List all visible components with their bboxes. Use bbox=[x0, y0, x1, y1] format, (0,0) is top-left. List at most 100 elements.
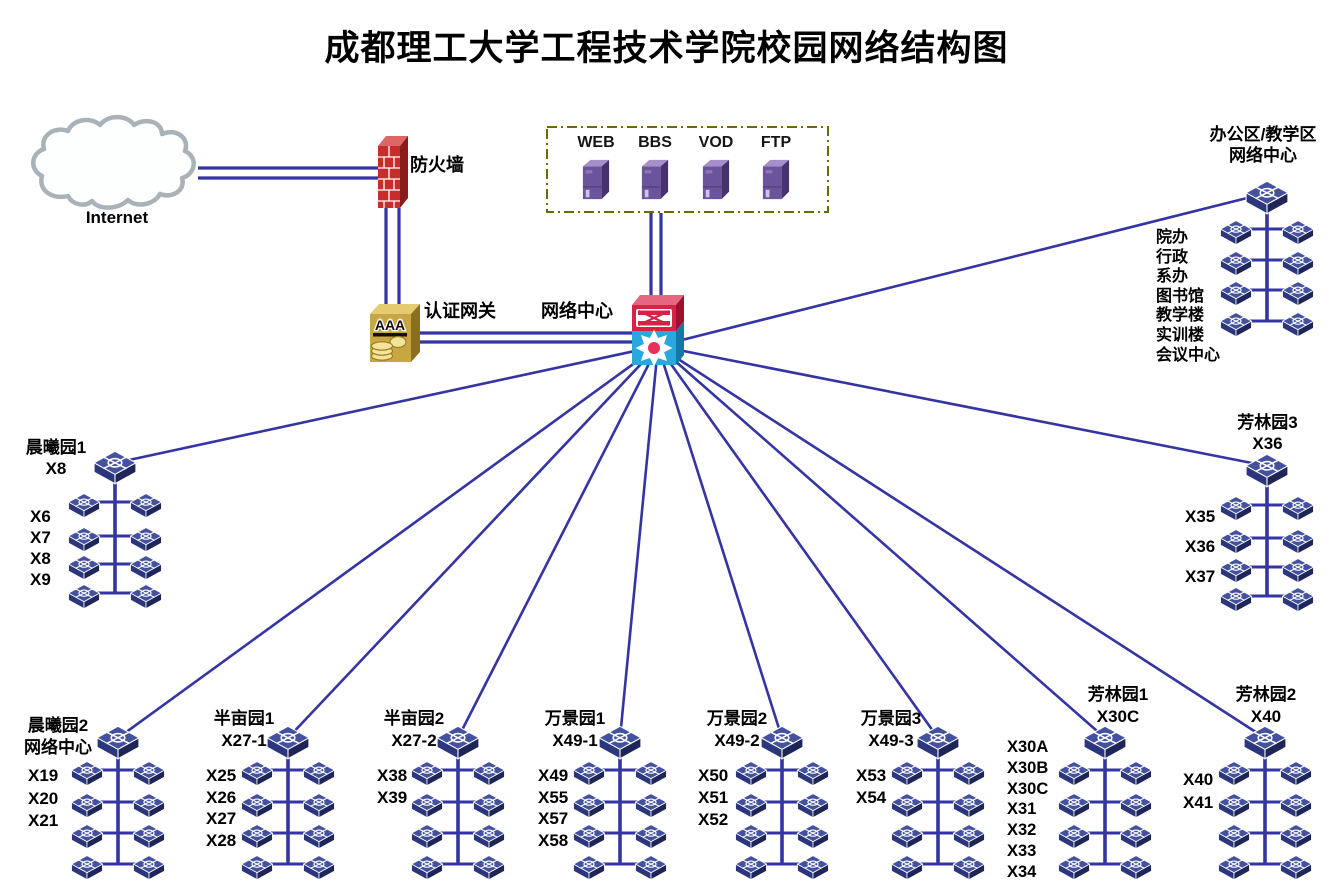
switch-icon[interactable] bbox=[1057, 824, 1091, 850]
server-icon-ftp[interactable] bbox=[762, 159, 790, 200]
switch-icon[interactable] bbox=[1281, 587, 1315, 613]
switch-icon[interactable] bbox=[1219, 587, 1253, 613]
switch-icon[interactable] bbox=[240, 824, 274, 850]
switch-icon[interactable] bbox=[734, 761, 768, 787]
top-switch-icon-wanjingyuan2[interactable] bbox=[760, 725, 804, 760]
switch-icon[interactable] bbox=[1057, 855, 1091, 881]
switch-icon[interactable] bbox=[70, 824, 104, 850]
switch-icon[interactable] bbox=[132, 855, 166, 881]
switch-icon[interactable] bbox=[1281, 220, 1315, 246]
switch-icon[interactable] bbox=[952, 824, 986, 850]
switch-icon[interactable] bbox=[1281, 558, 1315, 584]
top-switch-icon-banmuyuan2[interactable] bbox=[436, 725, 480, 760]
server-icon-vod[interactable] bbox=[702, 159, 730, 200]
switch-icon[interactable] bbox=[472, 793, 506, 819]
switch-icon[interactable] bbox=[1219, 251, 1253, 277]
switch-icon[interactable] bbox=[67, 584, 101, 610]
switch-icon[interactable] bbox=[302, 855, 336, 881]
switch-icon[interactable] bbox=[1219, 558, 1253, 584]
top-switch-icon-office-teaching[interactable] bbox=[1245, 180, 1289, 215]
switch-icon[interactable] bbox=[70, 761, 104, 787]
switch-icon[interactable] bbox=[472, 824, 506, 850]
switch-icon[interactable] bbox=[1219, 496, 1253, 522]
switch-icon[interactable] bbox=[240, 793, 274, 819]
switch-icon[interactable] bbox=[1119, 855, 1153, 881]
switch-icon[interactable] bbox=[634, 824, 668, 850]
switch-icon[interactable] bbox=[70, 793, 104, 819]
switch-icon[interactable] bbox=[1219, 312, 1253, 338]
switch-icon[interactable] bbox=[129, 584, 163, 610]
switch-icon[interactable] bbox=[302, 793, 336, 819]
switch-icon[interactable] bbox=[410, 824, 444, 850]
switch-icon[interactable] bbox=[572, 855, 606, 881]
switch-icon[interactable] bbox=[890, 761, 924, 787]
switch-icon[interactable] bbox=[1119, 793, 1153, 819]
switch-icon[interactable] bbox=[734, 824, 768, 850]
switch-icon[interactable] bbox=[240, 855, 274, 881]
switch-icon[interactable] bbox=[132, 824, 166, 850]
switch-icon[interactable] bbox=[129, 527, 163, 553]
switch-icon[interactable] bbox=[572, 824, 606, 850]
top-switch-icon-wanjingyuan1[interactable] bbox=[598, 725, 642, 760]
switch-icon[interactable] bbox=[634, 793, 668, 819]
switch-icon[interactable] bbox=[890, 793, 924, 819]
switch-icon[interactable] bbox=[1279, 793, 1313, 819]
switch-icon[interactable] bbox=[1217, 824, 1251, 850]
switch-icon[interactable] bbox=[796, 761, 830, 787]
firewall-icon[interactable] bbox=[378, 136, 408, 208]
switch-icon[interactable] bbox=[572, 761, 606, 787]
core-switch-icon[interactable] bbox=[632, 295, 684, 367]
switch-icon[interactable] bbox=[1279, 761, 1313, 787]
switch-icon[interactable] bbox=[129, 493, 163, 519]
switch-icon[interactable] bbox=[796, 824, 830, 850]
switch-icon[interactable] bbox=[634, 761, 668, 787]
switch-icon[interactable] bbox=[734, 855, 768, 881]
switch-icon[interactable] bbox=[67, 493, 101, 519]
switch-icon[interactable] bbox=[472, 761, 506, 787]
switch-icon[interactable] bbox=[1279, 855, 1313, 881]
switch-icon[interactable] bbox=[952, 793, 986, 819]
switch-icon[interactable] bbox=[1281, 496, 1315, 522]
switch-icon[interactable] bbox=[1217, 761, 1251, 787]
top-switch-icon-chenxiyuan2[interactable] bbox=[96, 725, 140, 760]
switch-icon[interactable] bbox=[890, 855, 924, 881]
switch-icon[interactable] bbox=[1281, 281, 1315, 307]
switch-icon[interactable] bbox=[1219, 529, 1253, 555]
switch-icon[interactable] bbox=[1119, 824, 1153, 850]
top-switch-icon-fanglinyuan3[interactable] bbox=[1245, 453, 1289, 488]
switch-icon[interactable] bbox=[1119, 761, 1153, 787]
switch-icon[interactable] bbox=[634, 855, 668, 881]
top-switch-icon-fanglinyuan2[interactable] bbox=[1243, 725, 1287, 760]
switch-icon[interactable] bbox=[132, 793, 166, 819]
switch-icon[interactable] bbox=[734, 793, 768, 819]
top-switch-icon-wanjingyuan3[interactable] bbox=[916, 725, 960, 760]
internet-cloud-icon[interactable] bbox=[31, 114, 196, 210]
switch-icon[interactable] bbox=[1219, 220, 1253, 246]
switch-icon[interactable] bbox=[952, 855, 986, 881]
top-switch-icon-fanglinyuan1[interactable] bbox=[1083, 725, 1127, 760]
switch-icon[interactable] bbox=[1281, 529, 1315, 555]
switch-icon[interactable] bbox=[410, 855, 444, 881]
switch-icon[interactable] bbox=[1279, 824, 1313, 850]
switch-icon[interactable] bbox=[796, 855, 830, 881]
switch-icon[interactable] bbox=[572, 793, 606, 819]
switch-icon[interactable] bbox=[1281, 251, 1315, 277]
switch-icon[interactable] bbox=[129, 555, 163, 581]
switch-icon[interactable] bbox=[410, 761, 444, 787]
switch-icon[interactable] bbox=[67, 527, 101, 553]
switch-icon[interactable] bbox=[302, 824, 336, 850]
switch-icon[interactable] bbox=[240, 761, 274, 787]
switch-icon[interactable] bbox=[952, 761, 986, 787]
top-switch-icon-chenxiyuan1[interactable] bbox=[93, 450, 137, 485]
switch-icon[interactable] bbox=[67, 555, 101, 581]
top-switch-icon-banmuyuan1[interactable] bbox=[266, 725, 310, 760]
server-icon-bbs[interactable] bbox=[641, 159, 669, 200]
switch-icon[interactable] bbox=[1219, 281, 1253, 307]
switch-icon[interactable] bbox=[472, 855, 506, 881]
switch-icon[interactable] bbox=[1057, 793, 1091, 819]
server-icon-web[interactable] bbox=[582, 159, 610, 200]
switch-icon[interactable] bbox=[1057, 761, 1091, 787]
switch-icon[interactable] bbox=[132, 761, 166, 787]
switch-icon[interactable] bbox=[70, 855, 104, 881]
switch-icon[interactable] bbox=[796, 793, 830, 819]
